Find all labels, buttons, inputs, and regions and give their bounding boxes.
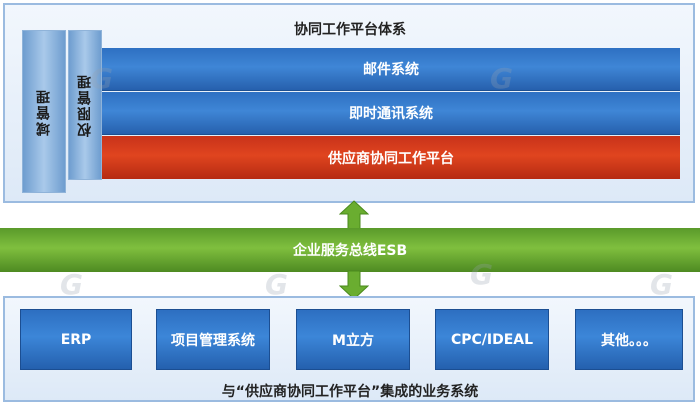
erp-label: ERP bbox=[60, 331, 92, 348]
arrow-up-icon bbox=[339, 200, 369, 230]
mail-system-label: 邮件系统 bbox=[363, 62, 419, 78]
enterprise-service-bus-bar: 企业服务总线ESB bbox=[0, 228, 700, 272]
permission-management-label: 权限管理 bbox=[77, 73, 93, 137]
arrow-down-icon bbox=[339, 270, 369, 300]
platform-system-title: 协同工作平台体系 bbox=[294, 22, 406, 38]
instant-messaging-bar: 即时通讯系统 bbox=[102, 92, 680, 135]
domain-management-label: 域管理 bbox=[36, 87, 52, 136]
business-systems-title: 与“供应商协同工作平台”集成的业务系统 bbox=[221, 384, 479, 400]
instant-messaging-label: 即时通讯系统 bbox=[349, 106, 433, 122]
supplier-collaboration-bar: 供应商协同工作平台 bbox=[102, 136, 680, 179]
cpc-ideal-box: CPC/IDEAL bbox=[435, 309, 549, 370]
permission-management-column: 权限管理 bbox=[68, 30, 102, 180]
project-management-box: 项目管理系统 bbox=[156, 309, 270, 370]
domain-management-column: 域管理 bbox=[22, 30, 66, 193]
m-cube-box: M立方 bbox=[296, 309, 410, 370]
erp-system-box: ERP bbox=[20, 309, 132, 370]
cpc-ideal-label: CPC/IDEAL bbox=[450, 331, 534, 348]
esb-label: 企业服务总线ESB bbox=[292, 243, 408, 259]
mail-system-bar: 邮件系统 bbox=[102, 48, 680, 91]
m-cube-label: M立方 bbox=[332, 332, 374, 349]
project-management-label: 项目管理系统 bbox=[171, 332, 255, 349]
other-systems-box: 其他。。。 bbox=[575, 309, 683, 370]
other-systems-label: 其他。。。 bbox=[601, 332, 657, 349]
supplier-collaboration-label: 供应商协同工作平台 bbox=[328, 150, 454, 167]
